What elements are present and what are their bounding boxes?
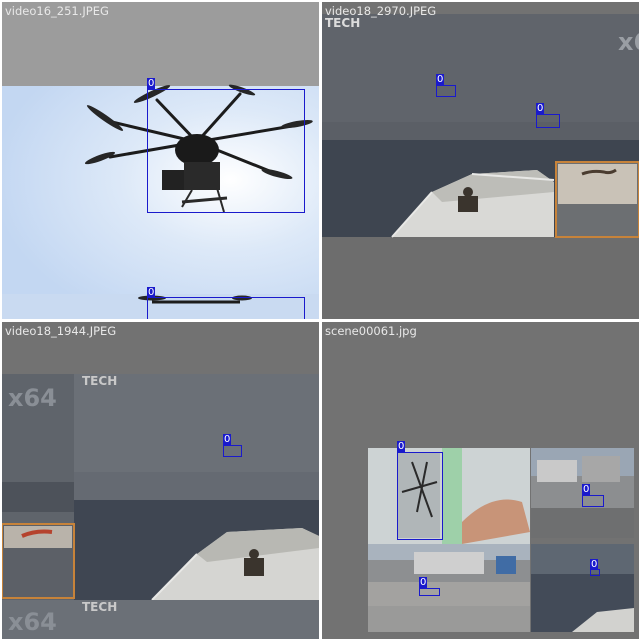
detection-label: 0	[582, 484, 591, 495]
detection-box	[419, 588, 440, 596]
mosaic-tile-4: scene00061.jpg 0 0 0 0	[322, 322, 639, 639]
detection-label: 0	[147, 287, 156, 298]
watermark-text: x64	[8, 608, 57, 636]
mosaic-tile-1: video16_251.JPEG 0 0	[2, 2, 319, 319]
sea-boat-photo	[2, 322, 319, 639]
image-filename: video16_251.JPEG	[5, 4, 109, 18]
detection-box	[582, 495, 604, 507]
mosaic-tile-3: video18_1944.JPEG x64 TECH x64 TECH 0	[2, 322, 319, 639]
detection-label: 0	[223, 434, 232, 445]
watermark-text: x64	[8, 384, 57, 412]
detection-box	[397, 452, 443, 540]
mosaic-tile-2: video18_2970.JPEG TECH x6 0 0	[322, 2, 639, 319]
image-filename: scene00061.jpg	[325, 324, 417, 338]
image-filename: video18_1944.JPEG	[5, 324, 117, 338]
detection-label: 0	[436, 74, 445, 85]
collage-photo	[322, 322, 639, 639]
detection-label: 0	[590, 559, 599, 570]
detection-label: 0	[147, 78, 156, 89]
detection-box	[147, 89, 305, 213]
detection-box	[147, 297, 305, 319]
drone-photo	[2, 2, 319, 319]
detection-label: 0	[397, 441, 406, 452]
watermark-text: TECH	[82, 374, 118, 388]
image-filename: video18_2970.JPEG	[325, 4, 437, 18]
detection-label: 0	[536, 103, 545, 114]
watermark-text: TECH	[325, 16, 361, 30]
watermark-text: TECH	[82, 600, 118, 614]
boat-sea-photo	[322, 2, 639, 319]
detection-box	[536, 114, 560, 128]
detection-box	[436, 85, 456, 97]
detection-box	[223, 445, 242, 457]
detection-box	[590, 569, 600, 576]
watermark-text: x6	[618, 28, 639, 56]
detection-label: 0	[419, 577, 428, 588]
